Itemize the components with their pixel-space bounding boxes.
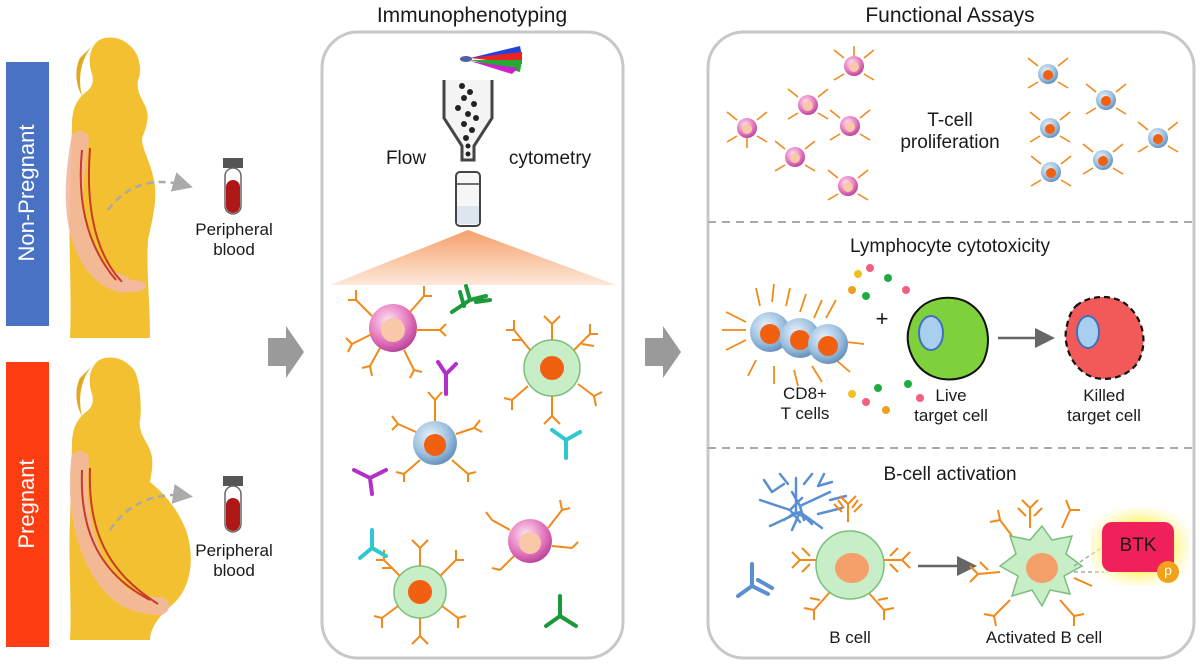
arrow-to-functional-assays [645, 326, 681, 378]
immunophenotyping-panel [320, 30, 625, 660]
antibody-cyan-2-icon [358, 528, 388, 560]
functional-assays-title: Functional Assays [865, 4, 1035, 27]
cytotoxic-granules [848, 264, 924, 414]
killed-target-label: Killed target cell [1067, 386, 1141, 425]
pregnant-bar [6, 362, 49, 647]
cd8-label: CD8+ T cells [780, 384, 830, 423]
cell-green-1 [503, 315, 603, 425]
proliferation-cells-pink [726, 46, 875, 201]
immunophenotyping-title: Immunophenotyping [376, 4, 568, 27]
phospho-label: p [1164, 562, 1172, 578]
cd8-t-cells [722, 283, 865, 387]
cell-blue-1 [391, 391, 483, 482]
blood-tube-2-icon [223, 476, 243, 533]
zoom-fan [330, 230, 616, 285]
flow-cell-icon [442, 80, 494, 162]
laser-icon [460, 46, 522, 74]
antibody-purple-2-icon [352, 468, 388, 496]
pregnant-silhouette [69, 357, 191, 640]
flow-label: Flow [385, 148, 427, 169]
phospho-badge [1157, 561, 1179, 583]
cell-green-2 [373, 539, 467, 645]
antibody-green-2-icon [544, 594, 578, 628]
non-pregnant-silhouette [65, 37, 156, 338]
live-target-cell [906, 296, 989, 381]
btk-label: BTK [1119, 535, 1157, 556]
live-target-label: Live target cell [914, 386, 988, 425]
non-pregnant-bar [6, 62, 49, 326]
cell-pink-2 [485, 499, 579, 571]
bcell-activation-title: B-cell activation [883, 464, 1017, 485]
antibody-cluster-icon [758, 472, 848, 532]
test-tube-icon [455, 171, 481, 227]
killed-target-cell [1064, 295, 1145, 380]
cytometry-label: cytometry [508, 148, 592, 169]
sample-label-1: Peripheral blood [195, 220, 273, 259]
btk-box [1102, 522, 1174, 572]
sample-label-2: Peripheral blood [195, 541, 273, 580]
antibody-purple-1-icon [436, 360, 458, 396]
cytotoxicity-title: Lymphocyte cytotoxicity [850, 236, 1050, 257]
proliferation-label: T-cell proliferation [900, 110, 1000, 153]
antibody-cyan-1-icon [550, 428, 582, 460]
b-cell [791, 495, 911, 620]
proliferation-cells-blue [1027, 57, 1179, 187]
blood-tube-1-icon [223, 158, 243, 215]
arrow-to-immunophenotyping [268, 326, 304, 378]
cell-pink-1 [345, 286, 447, 379]
antibody-green-1-icon [450, 284, 492, 314]
non-pregnant-label: Non-Pregnant [14, 124, 39, 262]
activated-b-cell [969, 499, 1093, 627]
antibody-blue-icon [736, 562, 774, 598]
pregnant-label: Pregnant [14, 459, 39, 549]
plus-sign: + [875, 306, 889, 331]
activated-bcell-label: Activated B cell [985, 628, 1103, 647]
bcell-label: B cell [829, 628, 871, 647]
